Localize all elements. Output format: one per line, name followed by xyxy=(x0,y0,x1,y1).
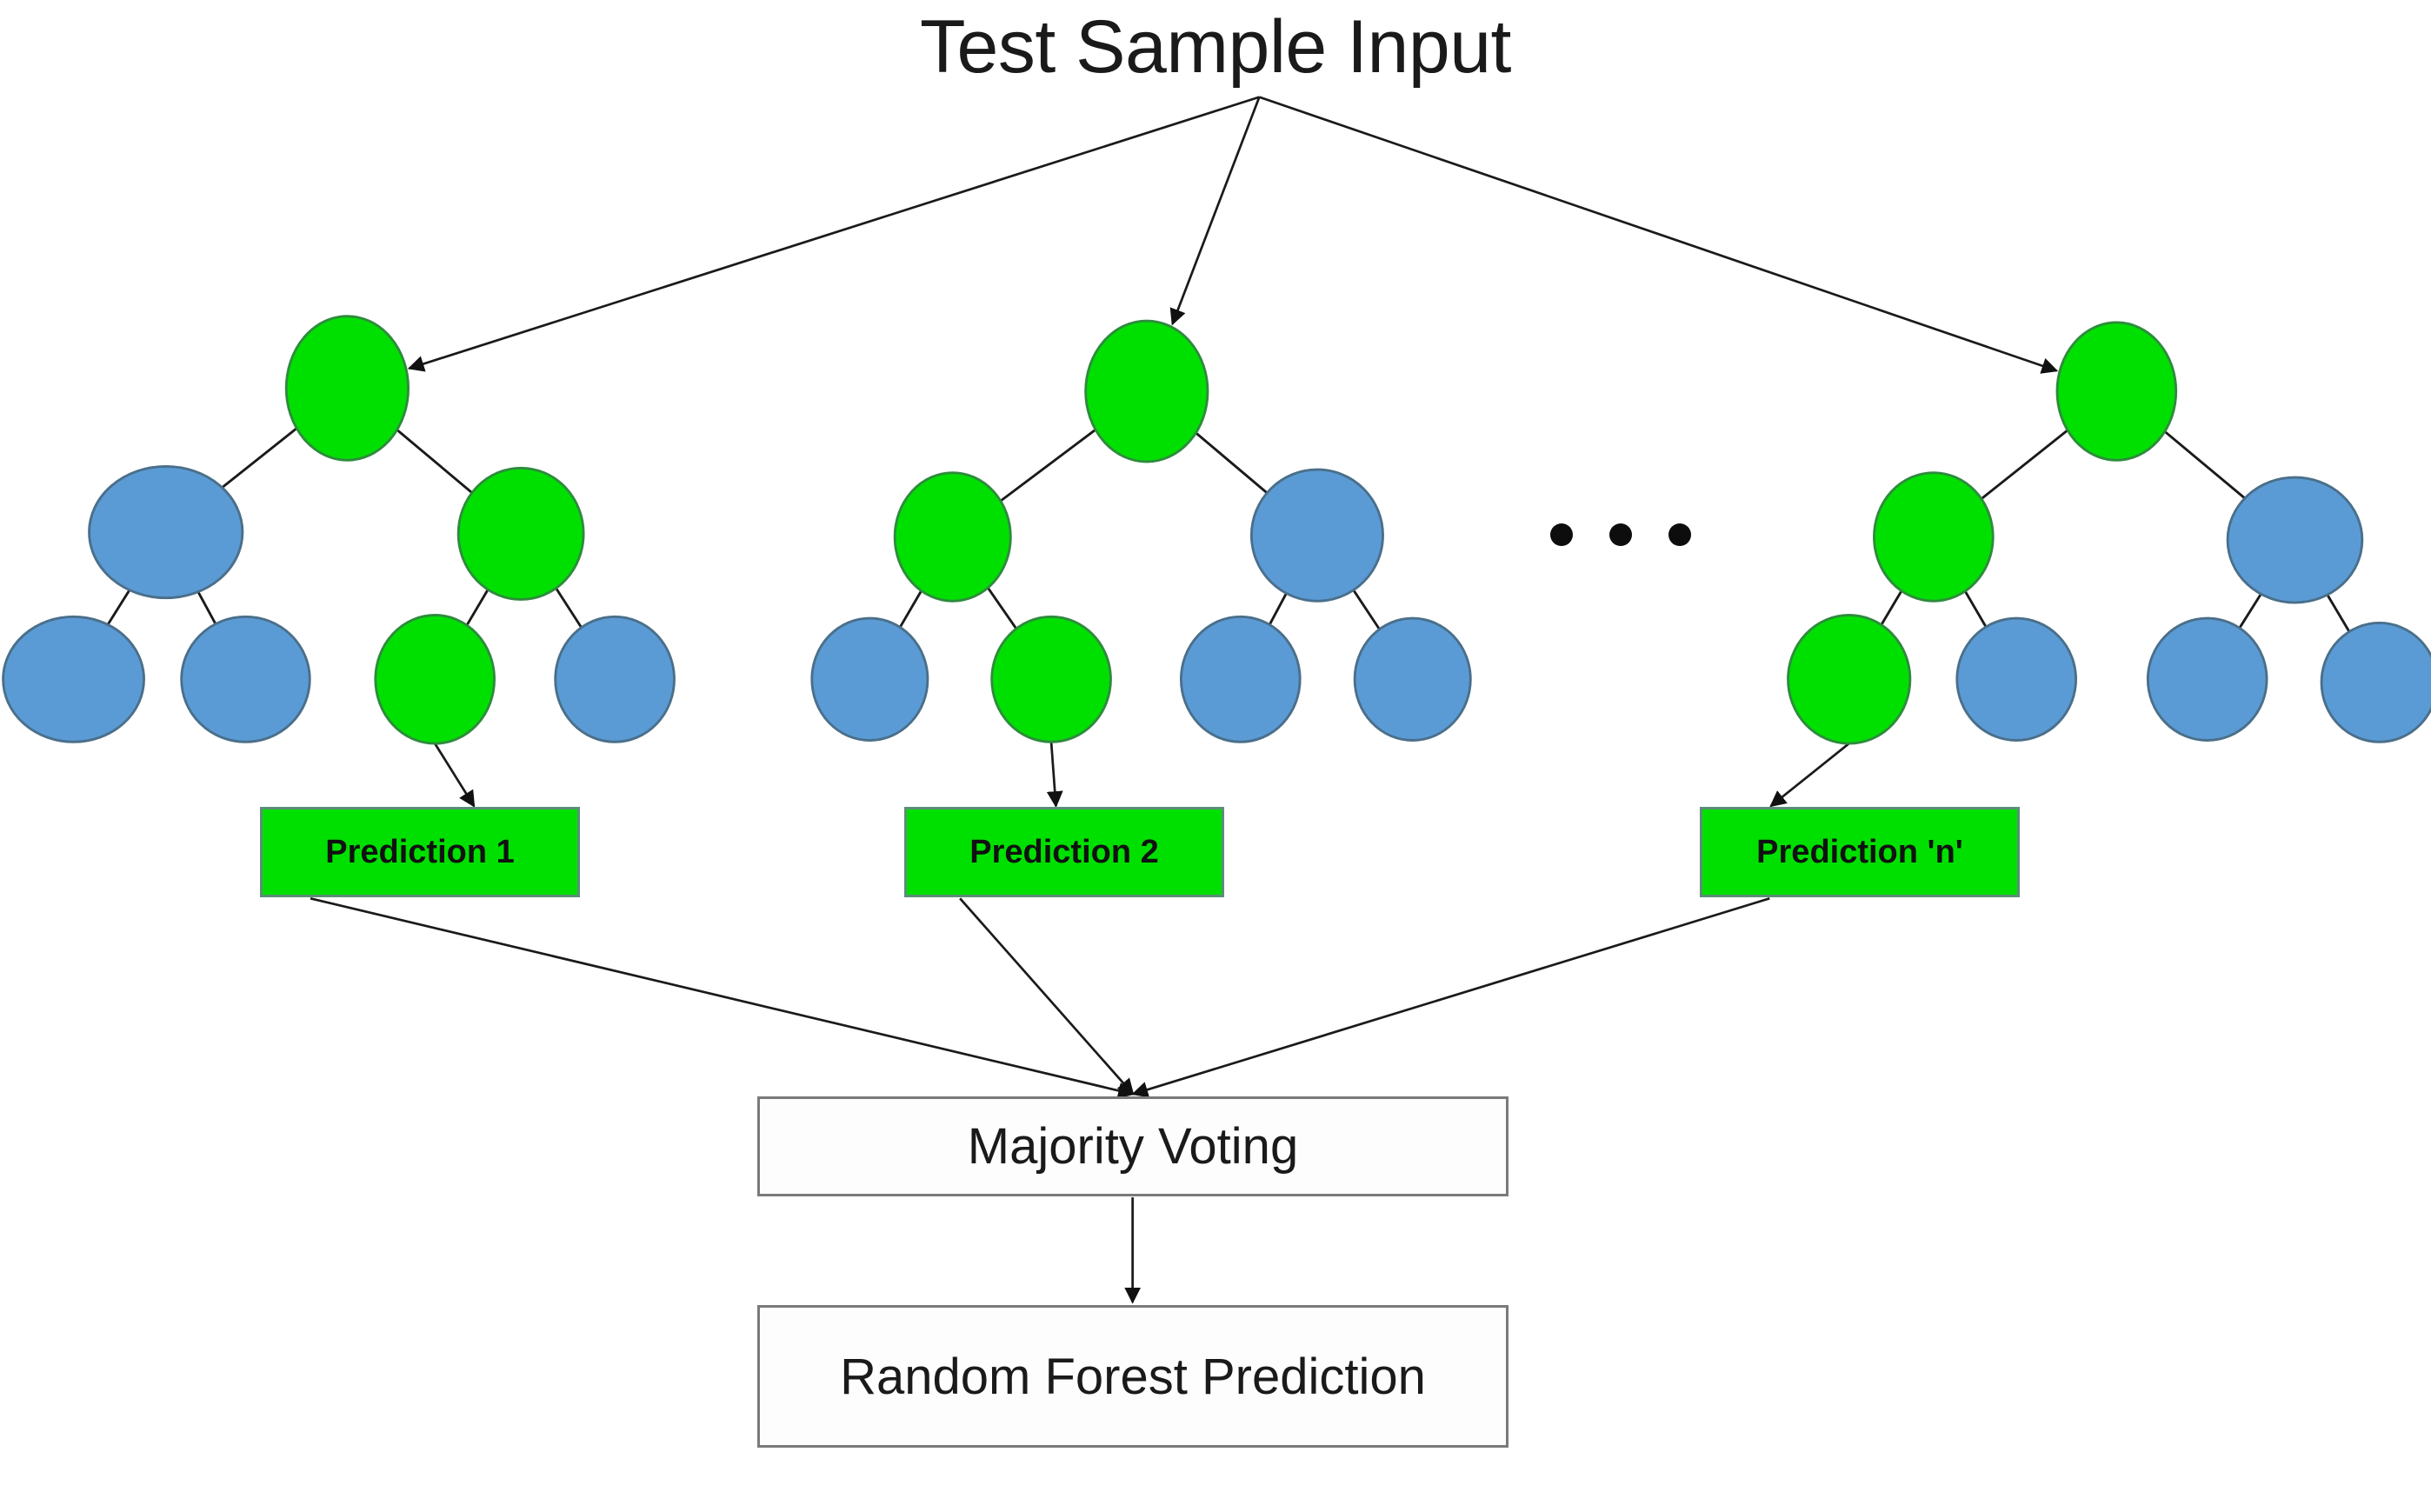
tree-nodes xyxy=(2,315,2431,745)
tree-node-decision xyxy=(1084,319,1209,463)
tree-edge xyxy=(987,587,1017,629)
tree-node-decision xyxy=(2055,321,2178,462)
tree-node-leaf xyxy=(88,465,244,600)
tree-node-leaf xyxy=(1179,615,1302,743)
tree-edge xyxy=(898,589,922,629)
tree-edge xyxy=(396,429,473,494)
tree-edge xyxy=(1195,431,1269,495)
ellipsis-dot xyxy=(1550,523,1573,546)
tree-node-leaf xyxy=(2226,476,2364,604)
tree-node-decision xyxy=(1787,614,1912,745)
tree-edge xyxy=(2238,593,2262,629)
tree-edge xyxy=(1963,590,1988,628)
tree-node-decision xyxy=(284,315,410,462)
prediction-to-voting-arrow xyxy=(959,897,1135,1096)
tree-node-leaf xyxy=(1955,616,2078,742)
tree-to-prediction-arrow xyxy=(434,743,476,808)
majority-voting-box[interactable]: Majority Voting xyxy=(757,1096,1509,1196)
page-title: Test Sample Input xyxy=(920,5,1511,89)
input-to-tree-arrow xyxy=(1169,97,1261,326)
tree-to-prediction-arrow xyxy=(1769,743,1850,808)
tree-node-decision xyxy=(374,614,496,745)
tree-edges xyxy=(106,427,2351,633)
tree-edge xyxy=(221,427,298,489)
tree-node-leaf xyxy=(810,616,929,742)
tree-edge xyxy=(1880,589,1903,626)
ellipsis-dot xyxy=(1668,523,1691,546)
tree-node-leaf xyxy=(1353,616,1472,742)
prediction-to-voting-arrow xyxy=(310,897,1136,1099)
tree-node-decision xyxy=(990,615,1112,743)
tree-edge xyxy=(1352,589,1381,630)
tree-node-leaf xyxy=(2320,622,2431,743)
prediction-to-voting-arrow xyxy=(1131,897,1770,1098)
tree-node-decision xyxy=(1873,471,1995,603)
prediction-box-1[interactable]: Prediction 1 xyxy=(260,807,580,897)
tree-node-leaf xyxy=(2,615,145,743)
tree-node-decision xyxy=(893,471,1012,603)
tree-node-decision xyxy=(456,466,585,601)
input-to-tree-arrow xyxy=(1258,96,2059,374)
tree-node-leaf xyxy=(1249,468,1384,603)
tree-edge xyxy=(106,589,131,626)
tree-node-leaf xyxy=(554,615,676,743)
prediction-box-n[interactable]: Prediction 'n' xyxy=(1700,807,2020,897)
tree-edge xyxy=(1980,429,2068,500)
tree-edge xyxy=(2326,594,2351,633)
tree-edge xyxy=(1268,592,1288,626)
tree-edge xyxy=(465,589,490,626)
tree-edge xyxy=(999,429,1096,503)
random-forest-prediction-box[interactable]: Random Forest Prediction xyxy=(757,1305,1509,1448)
tree-edge xyxy=(196,590,217,625)
tree-edge xyxy=(2163,430,2246,500)
tree-to-prediction-arrow xyxy=(1046,742,1063,808)
fan-arrows xyxy=(310,96,2059,1304)
input-to-tree-arrow xyxy=(407,96,1260,372)
ellipsis-dot xyxy=(1609,523,1632,546)
tree-edge xyxy=(555,587,583,629)
ellipsis-icon xyxy=(1550,523,1691,546)
tree-node-leaf xyxy=(2146,616,2268,742)
tree-node-leaf xyxy=(180,615,311,743)
prediction-box-2[interactable]: Prediction 2 xyxy=(904,807,1224,897)
